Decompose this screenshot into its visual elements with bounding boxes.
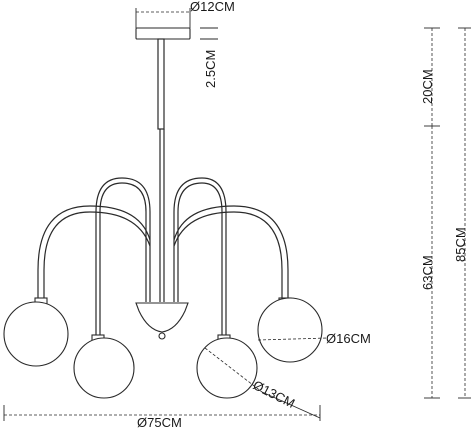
total-height-label: 85CM [453,227,468,262]
inner-left-arm [95,177,151,335]
outer-right-arm-edge [173,211,283,298]
large-globe-diameter-line [257,337,329,341]
overall-width-label: Ø75CM [137,415,182,430]
canopy-height-label: 2.5CM [203,50,218,88]
outer-right-arm [173,205,289,298]
globe-left-large [3,301,69,367]
inner-right-arm-edge [177,182,223,335]
globe-right-large [257,297,323,363]
central-body [135,302,189,333]
globe-right-small [196,337,258,399]
inner-left-arm-edge [99,182,147,335]
small-globe-diameter-line [204,347,263,393]
outer-left-arm [37,205,151,298]
canopy-diameter-label: Ø12CM [190,0,235,14]
outer-left-arm-edge [43,211,151,298]
globe-left-small [73,337,135,399]
rod-length-label: 20CM [420,69,435,104]
suspension-rod [157,38,165,130]
inner-right-arm [173,177,227,335]
central-finial [158,332,166,340]
body-height-label: 63CM [420,255,435,290]
large-globe-diameter-label: Ø16CM [326,331,371,346]
small-globe-leader [261,391,321,419]
small-globe-diameter-label: Ø13CM [251,377,298,411]
ceiling-canopy [135,27,191,40]
